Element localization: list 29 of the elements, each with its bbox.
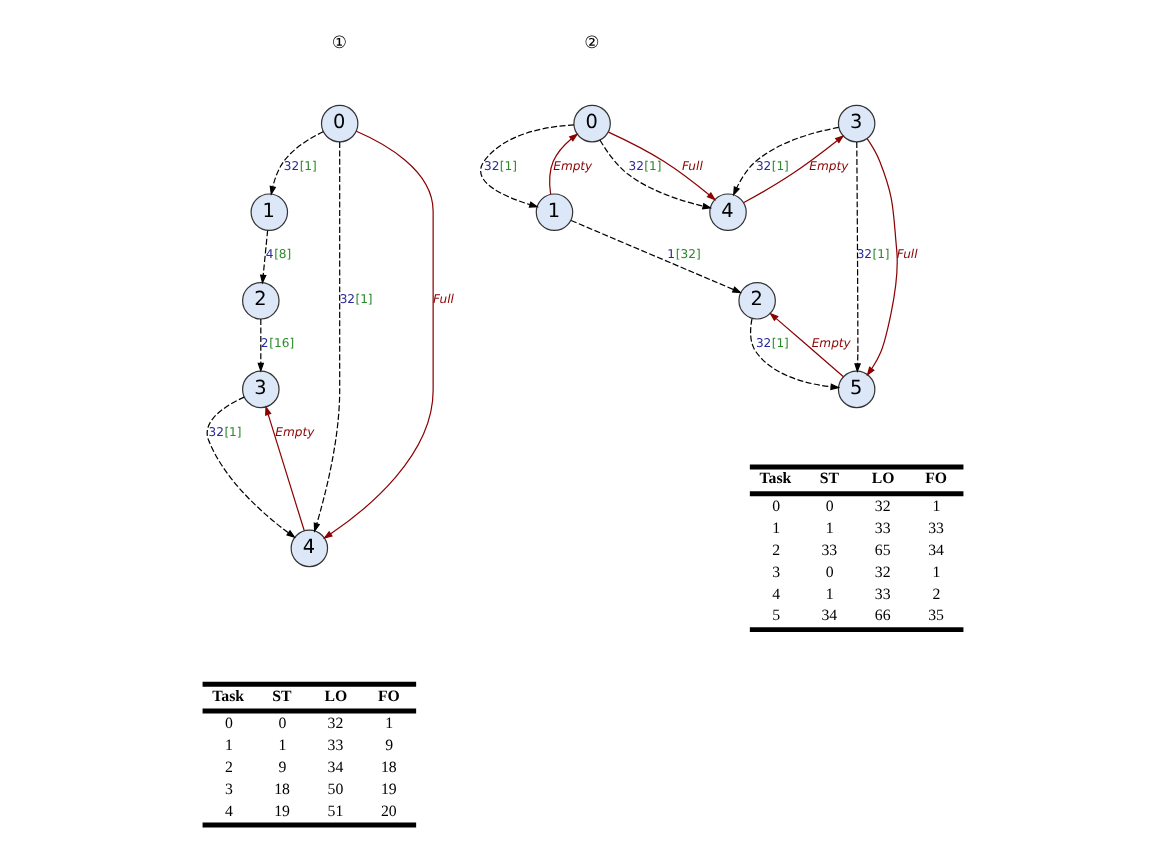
node-circle: 5 [836, 370, 875, 409]
arrow [768, 312, 844, 378]
node-circle: 0 [319, 104, 358, 143]
arrow [742, 134, 844, 204]
node-circle: 2 [737, 282, 775, 320]
arrow [258, 229, 268, 285]
arrow [322, 130, 433, 539]
node-circle: 1 [249, 193, 288, 231]
arrow [748, 318, 840, 391]
node-circle: 3 [836, 104, 875, 143]
arrow [479, 124, 574, 208]
arrow [731, 126, 839, 197]
node-circle: 3 [241, 370, 279, 409]
arrow [865, 138, 897, 377]
node-circle: 4 [289, 529, 328, 568]
node-circle: 1 [534, 193, 573, 231]
arrow [569, 219, 741, 294]
arrow [264, 405, 304, 532]
arrow [205, 396, 295, 539]
arrow [853, 141, 860, 373]
label: ① [330, 34, 347, 55]
label: ② [583, 34, 599, 55]
arrow [256, 318, 264, 373]
arrow [312, 141, 340, 533]
node-circle: 0 [572, 104, 610, 143]
arrow [548, 133, 578, 195]
node-circle: 4 [708, 193, 746, 231]
node-circle: 2 [241, 282, 279, 320]
arrow [268, 131, 323, 196]
